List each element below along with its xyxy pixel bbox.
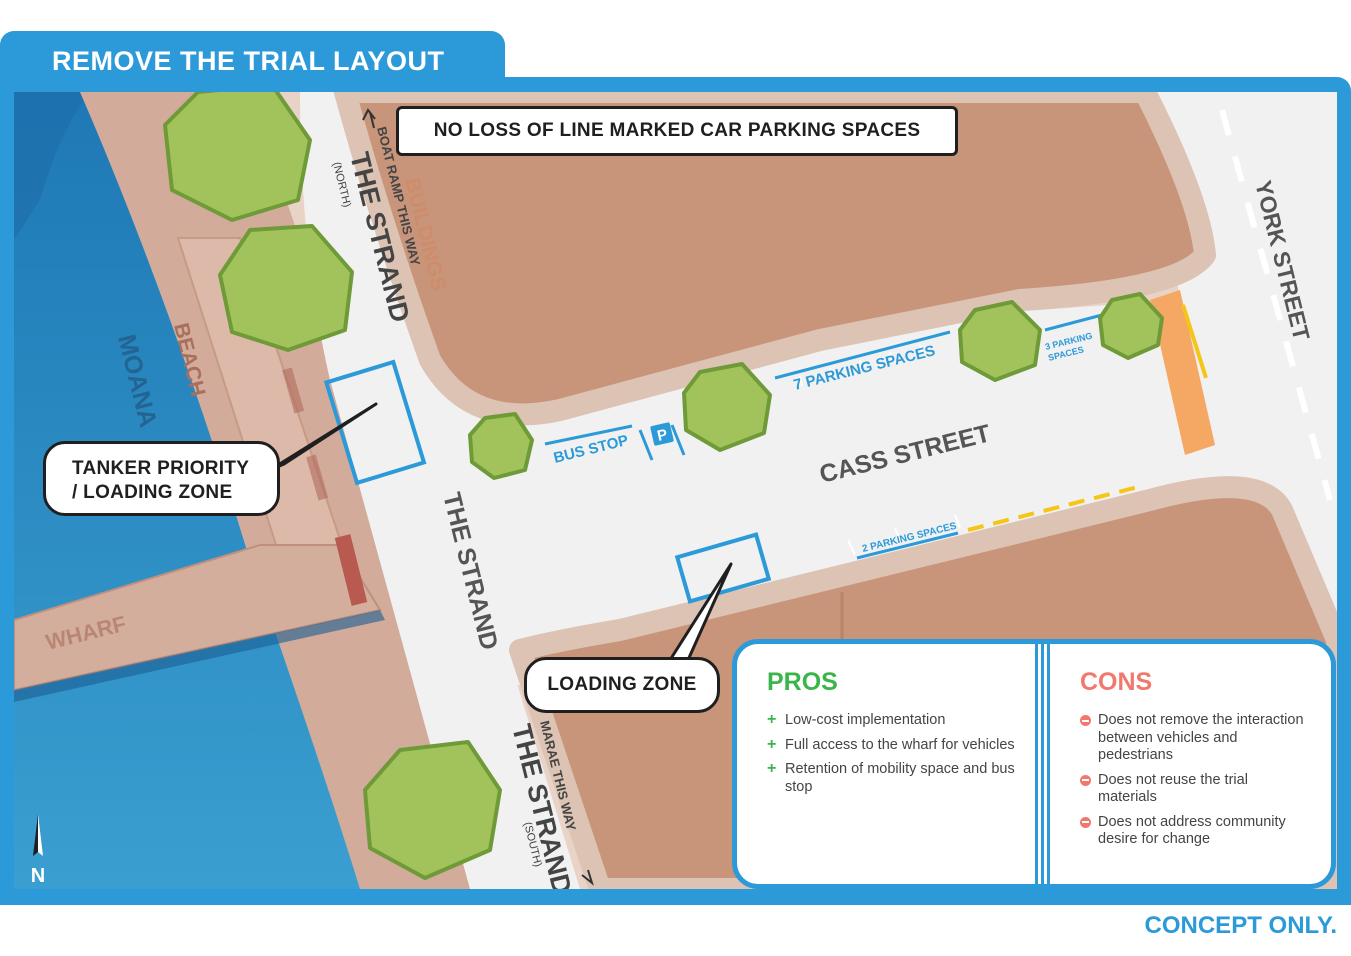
pros-item: +Full access to the wharf for vehicles [767,735,1015,753]
banner-no-loss: NO LOSS OF LINE MARKED CAR PARKING SPACE… [396,106,958,156]
loading-callout-pointer [668,562,733,662]
bus-stop-line [544,424,633,446]
tree [163,92,312,222]
minus-icon [1080,816,1091,828]
buildings-north [334,92,1216,426]
two-spaces-bracket [847,514,961,556]
callout-tanker-priority: TANKER PRIORITY / LOADING ZONE [43,441,280,516]
seven-spaces-line [774,330,951,380]
wharf-shadow [14,610,385,702]
seven-spaces-ticks [799,343,923,387]
loading-zone-bay [674,532,772,604]
parking-sign [650,422,674,446]
york-street-centerline [1219,109,1333,501]
page-title: REMOVE THE TRIAL LAYOUT [52,46,445,76]
tree [1098,292,1164,360]
site-map: P THE STRAND (NORTH) BOAT R [14,92,1337,889]
callout-tanker-line1: TANKER PRIORITY [72,458,250,479]
marae-arrowhead [581,869,594,886]
tree [958,300,1042,382]
no-stopping-line-york [1181,304,1208,379]
tree [363,740,502,880]
panel-divider [1035,644,1051,884]
north-label: N [31,865,45,887]
pros-item: +Low-cost implementation [767,711,946,728]
minus-icon [1080,774,1091,786]
plus-icon: + [767,735,777,753]
pros-item: +Retention of mobility space and bus sto… [767,760,1015,795]
cons-item: Does not remove the interaction between … [1080,712,1310,765]
cons-heading: CONS [1080,668,1153,696]
no-stopping-line-cass [967,484,1143,532]
plus-icon: + [767,711,777,728]
callout-loading-zone: LOADING ZONE [524,657,720,713]
parking-sign-label: P [656,426,670,445]
tree [468,412,534,480]
beach-marker [282,367,305,414]
three-spaces-line [1044,313,1103,332]
cons-item: Does not address community desire for ch… [1080,814,1310,849]
tanker-loading-bay [323,359,427,486]
trees [163,92,1164,880]
concept-only-footer: CONCEPT ONLY. [1144,912,1337,939]
north-arrow-icon: N [31,814,45,887]
cons-item: Does not reuse the trial materials [1080,772,1310,807]
tree [218,224,354,352]
cons-list: Does not remove the interaction between … [1080,712,1310,856]
bus-stop-bay-end [638,424,686,461]
tree [682,362,772,452]
callout-tanker-line2: / LOADING ZONE [72,482,233,503]
tanker-callout-pointer [268,402,378,472]
pros-list: +Low-cost implementation +Full access to… [767,711,1037,803]
boat-ramp-arrowhead [362,108,376,121]
pedestrian-crossing [1150,290,1215,455]
pros-heading: PROS [767,668,838,696]
beach-marker [306,454,329,501]
plus-icon: + [767,760,777,777]
moana-shallows [14,92,90,240]
two-spaces-line [856,531,959,560]
pros-cons-panel: PROS +Low-cost implementation +Full acce… [732,639,1336,889]
minus-icon [1080,715,1091,726]
wharf-bollard [334,534,368,606]
